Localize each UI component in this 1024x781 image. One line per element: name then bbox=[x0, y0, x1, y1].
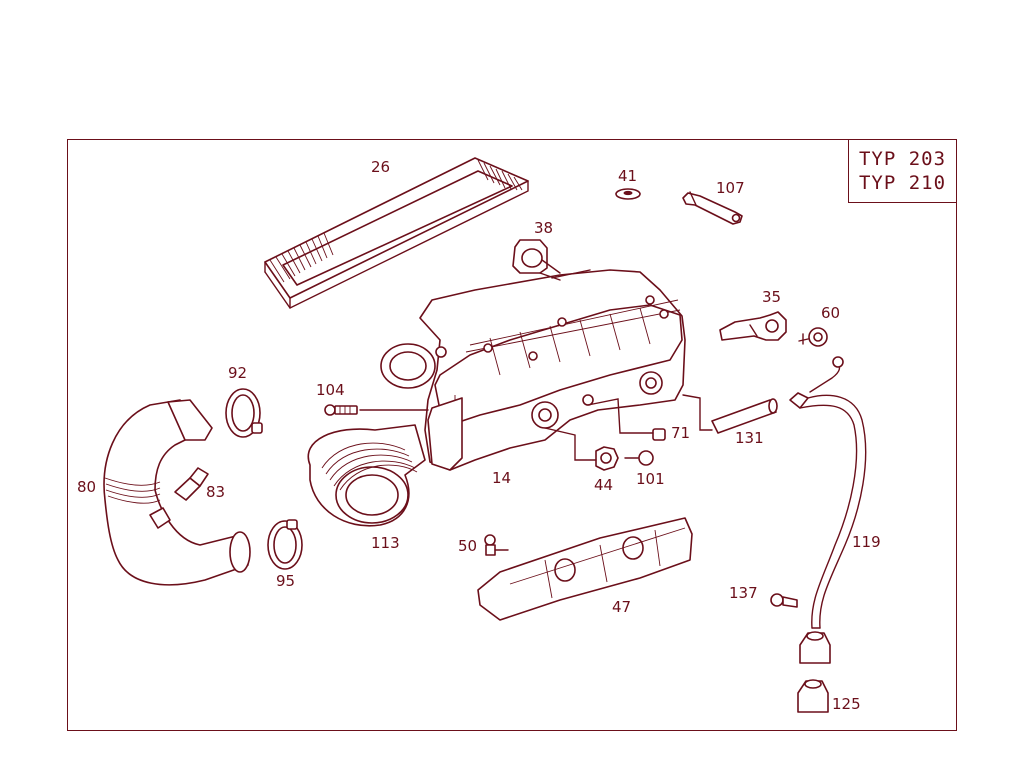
hose-clamp-92[interactable] bbox=[225, 388, 263, 438]
dipstick-tube-119[interactable] bbox=[789, 356, 867, 629]
nut-101[interactable] bbox=[624, 450, 654, 466]
callout-113: 113 bbox=[371, 534, 400, 552]
grommet-44[interactable] bbox=[595, 446, 619, 471]
bolt-137[interactable] bbox=[770, 593, 798, 608]
diagram-frame bbox=[67, 139, 957, 731]
hose-clamp-95[interactable] bbox=[267, 519, 303, 570]
cover-47[interactable] bbox=[477, 517, 693, 621]
callout-47: 47 bbox=[612, 598, 631, 616]
callout-38: 38 bbox=[534, 219, 553, 237]
bolt-50[interactable] bbox=[484, 534, 509, 556]
callout-131: 131 bbox=[735, 429, 764, 447]
callout-26: 26 bbox=[371, 158, 390, 176]
callout-137: 137 bbox=[729, 584, 758, 602]
callout-80: 80 bbox=[77, 478, 96, 496]
air-filter-element-26[interactable] bbox=[264, 157, 529, 309]
model-type-line-2: TYP 210 bbox=[858, 172, 947, 194]
intake-bellows-113[interactable] bbox=[307, 424, 426, 527]
bolt-104[interactable] bbox=[324, 404, 358, 416]
tube-131[interactable] bbox=[711, 398, 778, 434]
callout-71: 71 bbox=[671, 424, 690, 442]
callout-104: 104 bbox=[316, 381, 345, 399]
model-type-line-1: TYP 203 bbox=[858, 148, 947, 170]
callout-119: 119 bbox=[852, 533, 881, 551]
callout-107: 107 bbox=[716, 179, 745, 197]
washer-41[interactable] bbox=[615, 188, 641, 200]
seal-125[interactable] bbox=[797, 631, 831, 713]
callout-60: 60 bbox=[821, 304, 840, 322]
callout-101: 101 bbox=[636, 470, 665, 488]
sensor-35[interactable] bbox=[719, 311, 787, 341]
bracket-107[interactable] bbox=[682, 191, 743, 225]
callout-35: 35 bbox=[762, 288, 781, 306]
callout-125: 125 bbox=[832, 695, 861, 713]
model-type-box: TYP 203 TYP 210 bbox=[848, 139, 957, 203]
hose-fitting-83[interactable] bbox=[174, 467, 209, 501]
intake-pipe-80[interactable] bbox=[103, 399, 251, 586]
callout-50: 50 bbox=[458, 537, 477, 555]
callout-labels: 26 41 107 38 35 60 92 104 80 83 95 113 1… bbox=[77, 158, 881, 713]
leader-lines bbox=[359, 272, 713, 461]
callout-95: 95 bbox=[276, 572, 295, 590]
sensor-38[interactable] bbox=[512, 239, 561, 274]
callout-92: 92 bbox=[228, 364, 247, 382]
callout-14: 14 bbox=[492, 469, 511, 487]
intake-manifold-14[interactable] bbox=[380, 269, 686, 471]
bolt-60[interactable] bbox=[798, 327, 828, 347]
callout-83: 83 bbox=[206, 483, 225, 501]
callout-41: 41 bbox=[618, 167, 637, 185]
callout-44: 44 bbox=[594, 476, 613, 494]
